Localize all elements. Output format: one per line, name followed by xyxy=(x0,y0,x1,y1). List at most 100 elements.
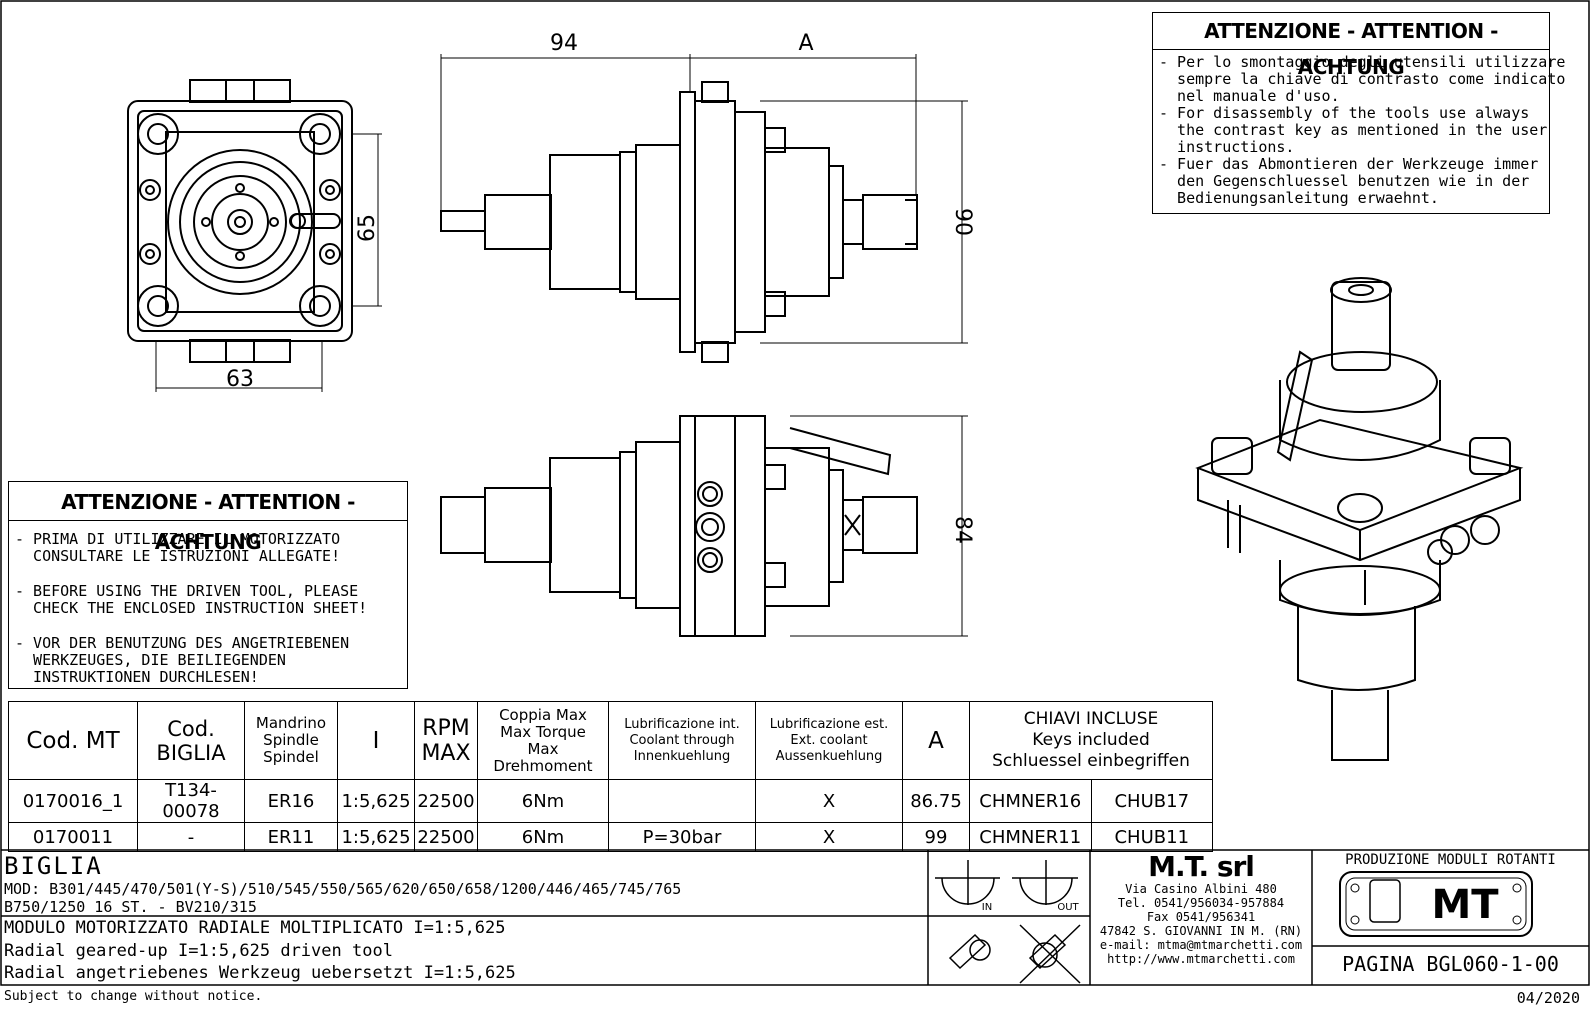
header-lub-ext-l1: Lubrificazione est. xyxy=(769,716,889,732)
header-mandrino-l2: Spindle xyxy=(263,731,319,749)
warning-top-line: nel manuale d'uso. xyxy=(1159,87,1340,105)
table-cell: CHMNER16 xyxy=(969,779,1092,823)
table-cell: T134-00078 xyxy=(137,779,245,823)
table-cell: 99 xyxy=(902,822,970,852)
rotation-icons xyxy=(935,860,1081,984)
footer-date: 04/2020 xyxy=(1516,989,1580,1007)
header-cod-biglia-l2: BIGLIA xyxy=(156,740,226,765)
warning-left-line: CONSULTARE LE ISTRUZIONI ALLEGATE! xyxy=(15,547,341,565)
header-lub-int-l2: Coolant through xyxy=(629,732,735,748)
company-block: M.T. srl Via Casino Albini 480 Tel. 0541… xyxy=(1090,850,1312,967)
spec-table: Cod. MT Cod. BIGLIA Mandrino Spindle Spi… xyxy=(8,701,1213,852)
warning-top-line: den Gegenschluessel benutzen wie in der xyxy=(1159,172,1530,190)
table-header-row: Cod. MT Cod. BIGLIA Mandrino Spindle Spi… xyxy=(8,701,1213,780)
models-line-2: B750/1250 16 ST. - BV210/315 xyxy=(4,898,257,916)
table-cell: ER11 xyxy=(244,822,338,852)
models-line-1: MOD: B301/445/470/501(Y-S)/510/545/550/5… xyxy=(4,880,682,898)
header-mandrino-l1: Mandrino xyxy=(255,714,327,732)
header-rpm-l2: MAX xyxy=(421,740,471,766)
header-rpm-l1: RPM xyxy=(422,715,470,741)
table-cell: X xyxy=(755,822,903,852)
table-cell: 1:5,625 xyxy=(337,779,415,823)
warning-left-line: WERKZEUGES, DIE BEILIEGENDEN xyxy=(15,651,286,669)
bottom-view xyxy=(440,415,968,637)
header-ratio: I xyxy=(337,701,415,780)
table-cell: CHMNER11 xyxy=(969,822,1092,852)
header-chiavi-l3: Schluessel einbegriffen xyxy=(992,751,1190,771)
company-phone: Tel. 0541/956034-957884 xyxy=(1117,896,1285,910)
warning-top-line: - Per lo smontaggio degli utensili utili… xyxy=(1159,53,1566,71)
header-cod-biglia: Cod. BIGLIA xyxy=(137,701,245,780)
dim-side-length: 94 xyxy=(550,31,578,56)
warning-top-line: instructions. xyxy=(1159,138,1295,156)
front-view xyxy=(127,79,382,392)
warning-left-line xyxy=(15,617,407,635)
warning-left-line: - VOR DER BENUTZUNG DES ANGETRIEBENEN xyxy=(15,634,350,652)
table-cell: 22500 xyxy=(414,822,478,852)
header-coppia-l1: Coppia Max xyxy=(499,705,587,724)
table-cell: 22500 xyxy=(414,779,478,823)
table-cell: CHUB17 xyxy=(1090,779,1213,823)
dim-side-height: 90 xyxy=(950,208,975,236)
table-row: 0170016_1 T134-00078 ER16 1:5,625 22500 … xyxy=(8,779,1213,823)
table-cell xyxy=(608,779,756,823)
company-name: M.T. srl xyxy=(1148,850,1255,883)
dim-front-width: 63 xyxy=(226,367,254,392)
header-coppia-l3: Max Drehmoment xyxy=(493,739,593,775)
header-coppia-l2: Max Torque xyxy=(500,722,586,741)
table-cell: 1:5,625 xyxy=(337,822,415,852)
warning-top-line: - Fuer das Abmontieren der Werkzeuge imm… xyxy=(1159,155,1539,173)
table-cell: 6Nm xyxy=(477,779,609,823)
table-cell: CHUB11 xyxy=(1090,822,1213,852)
header-coppia: Coppia Max Max Torque Max Drehmoment xyxy=(477,701,609,780)
header-chiavi: CHIAVI INCLUSE Keys included Schluessel … xyxy=(969,701,1213,780)
company-fax: Fax 0541/956341 xyxy=(1146,910,1256,924)
table-cell: 0170011 xyxy=(8,822,138,852)
table-cell: 6Nm xyxy=(477,822,609,852)
brand-name: BIGLIA xyxy=(4,852,103,880)
description-de: Radial angetriebenes Werkzeug uebersetzt… xyxy=(4,963,516,983)
table-cell: - xyxy=(137,822,245,852)
mt-logo: MT xyxy=(1431,882,1499,928)
table-cell: ER16 xyxy=(244,779,338,823)
header-rpm: RPM MAX xyxy=(414,701,478,780)
header-cod-biglia-l1: Cod. xyxy=(167,716,215,741)
table-cell: 86.75 xyxy=(902,779,970,823)
header-lub-int-l1: Lubrificazione int. xyxy=(624,716,740,732)
warning-box-left: ATTENZIONE - ATTENTION - ACHTUNG - PRIMA… xyxy=(8,481,408,689)
header-lub-ext-l3: Aussenkuehlung xyxy=(775,748,883,764)
header-a: A xyxy=(902,701,970,780)
rotation-in-label: IN xyxy=(982,902,992,913)
company-website: http://www.mtmarchetti.com xyxy=(1107,952,1295,966)
header-lub-ext-l2: Ext. coolant xyxy=(790,732,868,748)
warning-left-line xyxy=(15,565,407,583)
company-email: e-mail: mtma@mtmarchetti.com xyxy=(1099,938,1303,952)
table-row: 0170011 - ER11 1:5,625 22500 6Nm P=30bar… xyxy=(8,822,1213,852)
table-cell: 0170016_1 xyxy=(8,779,138,823)
header-lub-int: Lubrificazione int. Coolant through Inne… xyxy=(608,701,756,780)
description-it: MODULO MOTORIZZATO RADIALE MOLTIPLICATO … xyxy=(4,918,506,938)
warning-left-line: - PRIMA DI UTILIZZARE IL MOTORIZZATO xyxy=(15,530,341,548)
company-address-line: Via Casino Albini 480 xyxy=(1125,882,1277,896)
isometric-view xyxy=(1195,277,1524,761)
warning-top-line: sempre la chiave di contrasto come indic… xyxy=(1159,70,1566,88)
warning-left-line: CHECK THE ENCLOSED INSTRUCTION SHEET! xyxy=(15,599,368,617)
header-lub-int-l3: Innenkuehlung xyxy=(633,748,731,764)
warning-top-line: - For disassembly of the tools use alway… xyxy=(1159,104,1530,122)
page-code: PAGINA BGL060-1-00 xyxy=(1342,952,1559,976)
production-label: PRODUZIONE MODULI ROTANTI xyxy=(1345,852,1556,868)
dim-front-height: 65 xyxy=(355,214,380,242)
warning-top-line: Bedienungsanleitung erwaehnt. xyxy=(1159,189,1439,207)
footer-notice: Subject to change without notice. xyxy=(4,989,263,1004)
header-cod-mt: Cod. MT xyxy=(8,701,138,780)
warning-left-line: - BEFORE USING THE DRIVEN TOOL, PLEASE xyxy=(15,582,359,600)
table-cell: P=30bar xyxy=(608,822,756,852)
table-cell: X xyxy=(755,779,903,823)
header-lub-ext: Lubrificazione est. Ext. coolant Aussenk… xyxy=(755,701,903,780)
header-chiavi-l1: CHIAVI INCLUSE xyxy=(1023,709,1159,729)
side-view xyxy=(440,54,968,363)
warning-top-line: the contrast key as mentioned in the use… xyxy=(1159,121,1548,139)
dim-side-a: A xyxy=(798,31,813,56)
dim-bottom-height: 84 xyxy=(950,516,975,544)
